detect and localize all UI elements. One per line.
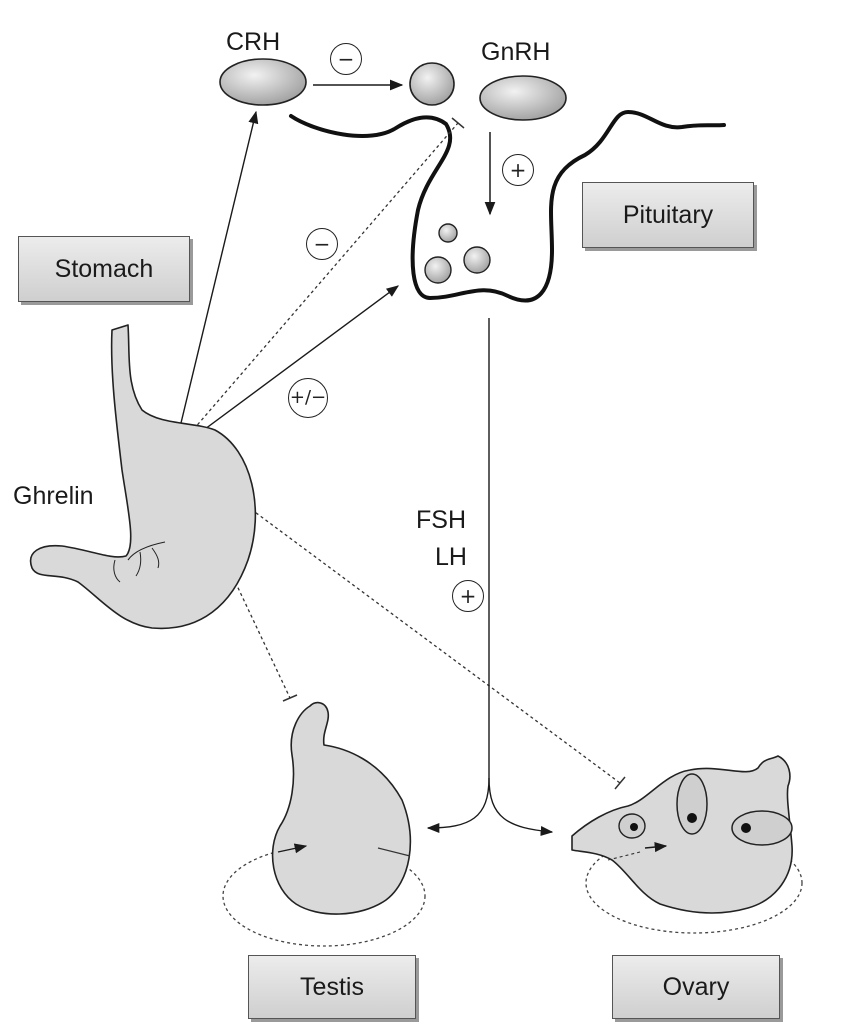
middle-neuron — [410, 63, 454, 105]
gnrh-label: GnRH — [481, 40, 550, 65]
ovarian-follicle-oocyte — [687, 813, 697, 823]
fsh-label: FSH — [416, 508, 466, 533]
gnrh-to-pituitary-sign: + — [502, 154, 534, 186]
stomach-box: Stomach — [18, 236, 190, 302]
crh-label: CRH — [226, 30, 280, 55]
ovarian-follicle-oocyte — [630, 823, 638, 831]
pituitary-box: Pituitary — [582, 182, 754, 248]
testis-box: Testis — [248, 955, 416, 1019]
testis-illustration — [273, 703, 411, 914]
gonadotropin-sign: + — [452, 580, 484, 612]
ghrelin-to-gnrh-bar — [452, 118, 464, 128]
pituitary-cell — [464, 247, 490, 273]
fsh-lh-to-testis-arrow — [428, 778, 489, 828]
lh-label: LH — [435, 545, 467, 570]
gnrh-neuron — [480, 76, 566, 120]
ghrelin-to-testis-bar — [283, 695, 297, 701]
stomach-illustration — [31, 325, 256, 628]
pituitary-cell — [425, 257, 451, 283]
crh-to-gnrh-sign: − — [330, 43, 362, 75]
ovary-box: Ovary — [612, 955, 780, 1019]
ovarian-follicle — [677, 774, 707, 834]
fsh-lh-to-ovary-arrow — [489, 778, 552, 832]
ghrelin-to-pituitary-sign: +/− — [288, 378, 328, 418]
crh-neuron — [220, 59, 306, 105]
ghrelin-to-gnrh-sign: − — [306, 228, 338, 260]
ovarian-follicle-oocyte — [741, 823, 751, 833]
pituitary-cell — [439, 224, 457, 242]
ghrelin-to-ovary-bar — [615, 777, 625, 789]
ghrelin-label: Ghrelin — [13, 484, 94, 509]
